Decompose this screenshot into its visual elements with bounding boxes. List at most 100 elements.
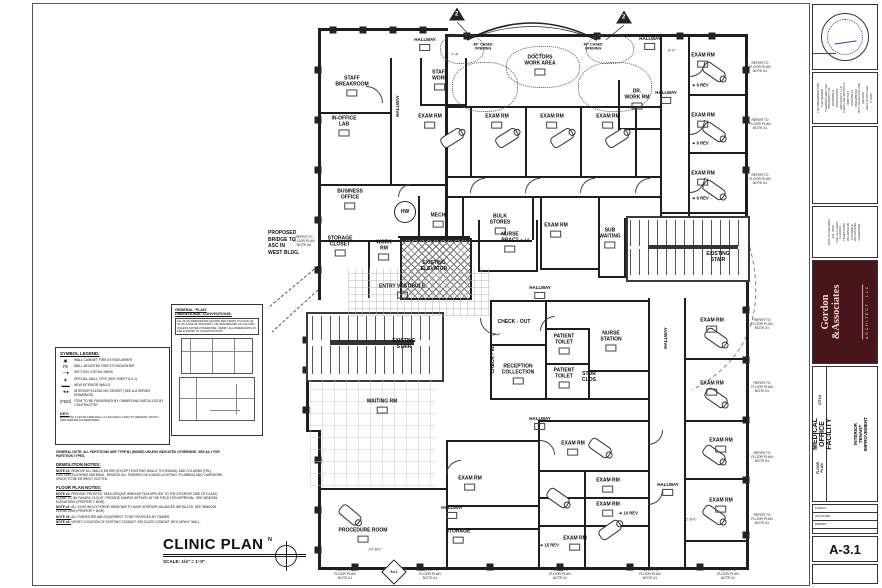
wall-segment: [318, 28, 448, 31]
bridge-note: PROPOSED BRIDGE TO ASC IN WEST BLDG.: [268, 230, 300, 256]
legend-title: SYMBOL LEGEND:: [60, 351, 100, 356]
room-label: MECH: [431, 213, 446, 228]
wall-segment: [624, 218, 626, 278]
cloud-hatch: [586, 34, 634, 64]
room-label: 14'-8½": [368, 546, 382, 552]
room-label: SUB WAITING: [599, 228, 620, 249]
north-arrow-icon: N: [268, 537, 301, 571]
wall-segment: [540, 497, 648, 499]
room-label: 9'-6": [668, 47, 676, 53]
column-nub: [416, 563, 424, 571]
wall-segment: [320, 567, 748, 570]
legend-symbol-icon: ▬▬: [61, 383, 70, 389]
note-item: NOTE #4: VERIFY LOCATION OF EXISTING CON…: [56, 520, 201, 525]
room-label: EXAM RM: [561, 441, 585, 456]
wall-segment: [525, 108, 527, 178]
wall-segment: [470, 108, 472, 178]
project-number: 17T1A: [817, 394, 822, 406]
legend-symbol-icon: (FBO): [60, 399, 72, 405]
project-subtitle: INTERIOR TENANT IMPROVEMENT: [852, 416, 868, 452]
project-info-box: 17T1A FLOOR PLAN ORLANDO MEDICAL OFFICE …: [812, 366, 878, 502]
door-swing-icon: [470, 178, 485, 193]
floorplan-notes: NOTE #1: PROVIDE 'FROSTED' SEMI-OPAQUE W…: [56, 492, 224, 525]
room-label: HALLWAY: [414, 37, 436, 51]
column-nub: [742, 476, 750, 484]
room-label: ◄ 14: [519, 237, 529, 243]
column-nub: [314, 546, 322, 554]
wall-segment: [684, 298, 686, 570]
notes-column: GENERAL NOTE: ALL PARTITIONS ARE TYPE B1…: [56, 450, 224, 526]
revision-row: [813, 529, 877, 533]
wall-segment: [686, 478, 746, 480]
note-item: NOTE #3: ALL FURNITURE AND EQUIPMENT TO …: [56, 514, 171, 519]
wall-segment: [446, 505, 538, 507]
wall-segment: [580, 108, 582, 178]
legend-item-text: WALL MOUNTED FIRE EXTINGUISHER: [74, 363, 135, 368]
legend-key-title: KEY:: [60, 410, 70, 416]
wall-segment: [686, 540, 746, 542]
room-label: DOCTORS WORK AREA: [524, 55, 555, 76]
wall-segment: [648, 298, 650, 570]
conventions-title: GENERAL 'PLAN' DIMENSIONAL CONVENTIONS:: [175, 308, 232, 316]
stair-hatch: [630, 220, 742, 246]
wall-segment: [492, 344, 545, 346]
firm-logo: Gordon &Associates ARCHITECT, LLC: [813, 284, 877, 340]
legend-key-text: EXISTING 1 HOUR FIRE WALL (U-434 AND U-4…: [60, 414, 159, 423]
drawing-title-block: CLINIC PLAN SCALE: 1/4" = 1'-0": [163, 536, 306, 564]
room-label: EXAM RM: [540, 114, 564, 129]
legend-item-text: NEW INTERIOR WALLS: [74, 383, 111, 388]
cloud-hatch: [452, 62, 518, 112]
room-label: REFER TO FLOOR PLAN NOTE #1: [749, 61, 771, 73]
address-text: 1844 US HIGHWAY 441, #400 THE VILLAGES, …: [827, 218, 862, 246]
column-nub: [314, 216, 322, 224]
wall-segment: [540, 525, 648, 527]
room-label: EXAM RM: [544, 223, 568, 238]
demolition-notes: NOTE #1: REMOVE ALL WALLS ENTIRE (EXCEPT…: [56, 469, 224, 481]
wall-segment: [320, 488, 446, 490]
architect-seal-box: [812, 4, 878, 70]
project-titles: ORLANDO MEDICAL OFFICE FACILITY INTERIOR…: [813, 416, 877, 452]
column-nub: [314, 506, 322, 514]
note-item: NOTE #1: REMOVE ALL WALLS ENTIRE (EXCEPT…: [56, 468, 224, 481]
column-nub: [626, 563, 634, 571]
door-swing-icon: [525, 178, 540, 193]
room-label: WAITING RM: [367, 399, 398, 414]
column-nub: [742, 416, 750, 424]
room-label: PATIENT TOILET: [554, 368, 575, 389]
wall-segment: [686, 358, 746, 360]
room-label: REFER TO FLOOR PLAN NOTE #1: [749, 173, 771, 185]
wall-segment: [538, 420, 540, 568]
drawing-scale: SCALE: 1/4" = 1'-0": [163, 559, 206, 564]
wall-segment: [462, 196, 464, 240]
wall-segment: [446, 440, 538, 442]
column-nub: [389, 26, 397, 34]
door-swing-icon: [446, 460, 461, 475]
column-nub: [742, 66, 750, 74]
wall-segment: [540, 268, 600, 270]
room-label: REFER TO FLOOR PLAN NOTE #1: [751, 451, 773, 463]
wall-segment: [446, 240, 532, 242]
column-nub: [742, 306, 750, 314]
room-label: IN-OFFICE LAB: [332, 116, 357, 137]
column-nub: [708, 32, 716, 40]
wall-segment: [540, 196, 542, 270]
wall-segment: [446, 196, 662, 198]
legend-symbol-icon: ◈: [63, 376, 68, 382]
wall-segment: [420, 104, 467, 106]
room-label: CHECK - IN: [489, 346, 496, 374]
legend-item-text: INTERIOR ELEVATION TARGET (SEE A-8 SERIE…: [74, 389, 151, 398]
room-label: REFER TO FLOOR PLAN NOTE #4: [293, 235, 315, 247]
wall-segment: [390, 58, 392, 184]
room-label: REFER TO FLOOR PLAN NOTE #1: [334, 568, 356, 580]
wall-segment: [662, 212, 747, 214]
architect-seal-icon: [813, 13, 869, 61]
column-nub: [676, 32, 684, 40]
room-label: ◄ 6 REV: [691, 195, 709, 201]
room-label: EXAM RM: [485, 114, 509, 129]
stair-hatch: [312, 316, 434, 340]
bottom-blank-box: [812, 564, 878, 584]
room-label: 48" CASED OPENING: [473, 42, 493, 51]
